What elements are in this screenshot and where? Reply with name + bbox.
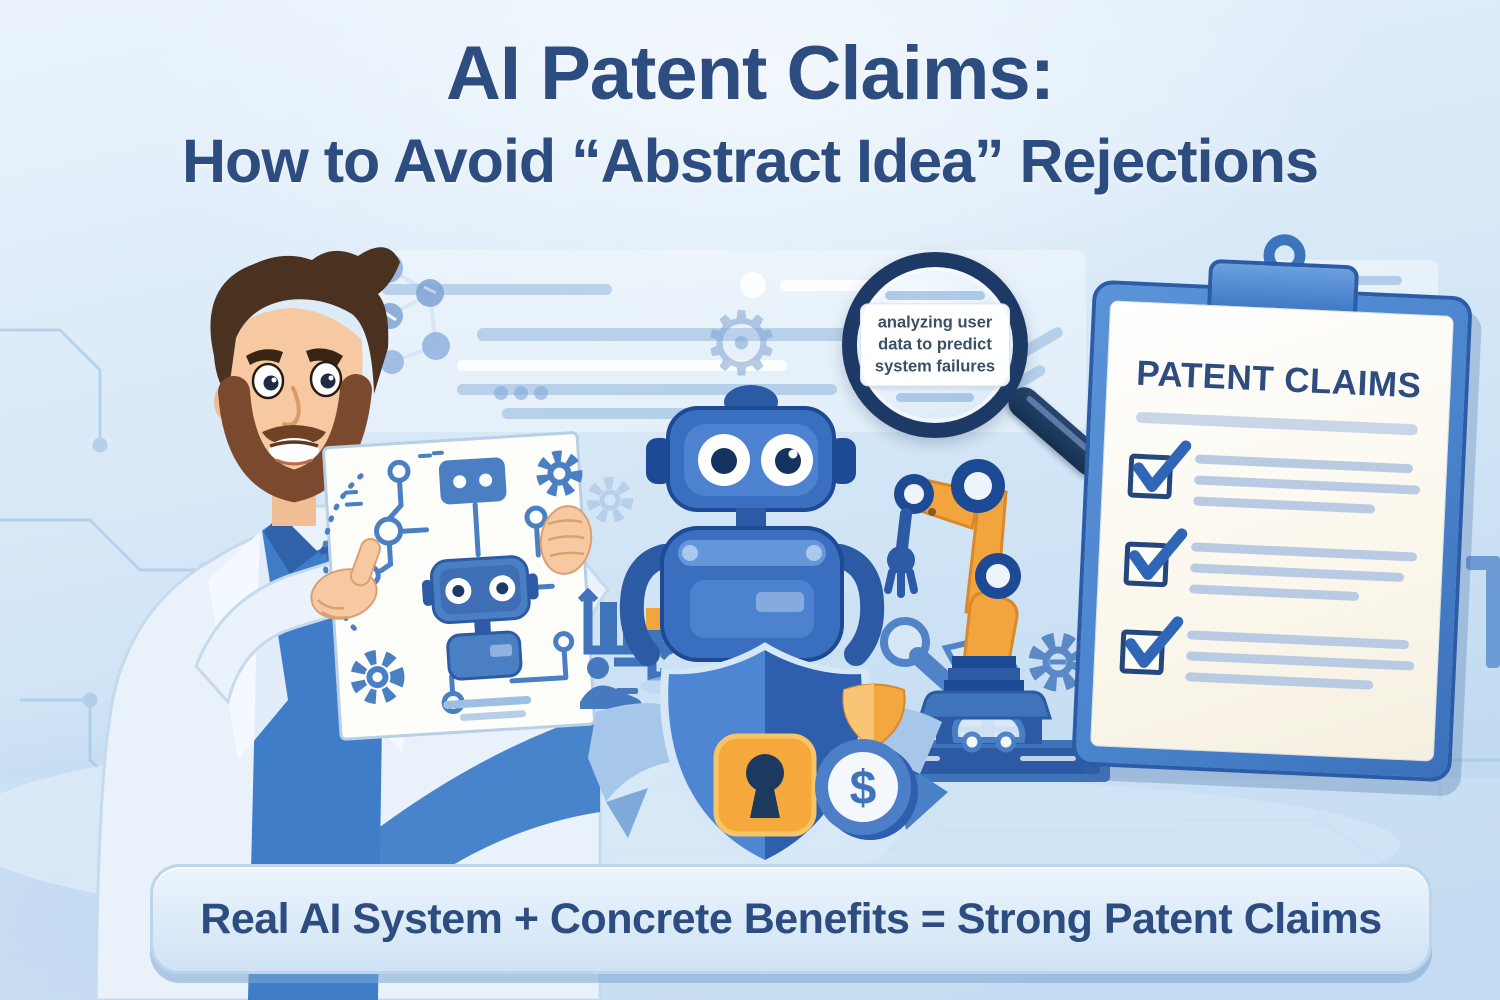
page-title-line2: How to Avoid “Abstract Idea” Rejections: [182, 127, 1319, 195]
robot-arm-icon: [884, 459, 1053, 720]
clipboard-rule: [1135, 411, 1419, 436]
ai-robot-illustration: [619, 385, 885, 702]
scientist-hands: [310, 505, 593, 620]
checklist-item: [1123, 528, 1418, 616]
blueprint-robot-icon: [421, 555, 539, 681]
gear-icon: ⚙: [702, 294, 781, 393]
dollar-coin-icon: $: [815, 739, 918, 840]
banner-text: Real AI System + Concrete Benefits = Str…: [200, 894, 1382, 943]
magnifier-icon: analyzing user data to predict system fa…: [842, 252, 1028, 438]
bottom-banner: Real AI System + Concrete Benefits = Str…: [150, 864, 1432, 974]
clipboard-title: PATENT CLAIMS: [1135, 353, 1423, 406]
gear-icon: [350, 450, 583, 705]
checkmark-icon: [1129, 528, 1188, 580]
robot-blueprint-illustration: [322, 431, 596, 741]
clipboard-paper: PATENT CLAIMS: [1090, 300, 1454, 762]
checkmark-icon: [1125, 616, 1184, 668]
bracket-decor: [1466, 556, 1500, 668]
checklist-item: [1127, 440, 1422, 528]
gear-icon: [1028, 632, 1088, 692]
mini-shield-icon: [842, 683, 906, 750]
shield-lock-icon: [660, 642, 870, 870]
person-at-desk-icon: [580, 657, 642, 709]
gear-icon: [587, 477, 633, 523]
page-title-line1: AI Patent Claims:: [445, 31, 1055, 116]
checkmark-icon: [1133, 440, 1192, 493]
magnifier-label: analyzing user data to predict system fa…: [860, 303, 1010, 387]
dollar-symbol: $: [850, 762, 877, 815]
patent-claims-clipboard: PATENT CLAIMS: [1071, 233, 1473, 783]
mini-robot-head-icon: [438, 457, 507, 505]
checklist-item: [1119, 616, 1415, 704]
